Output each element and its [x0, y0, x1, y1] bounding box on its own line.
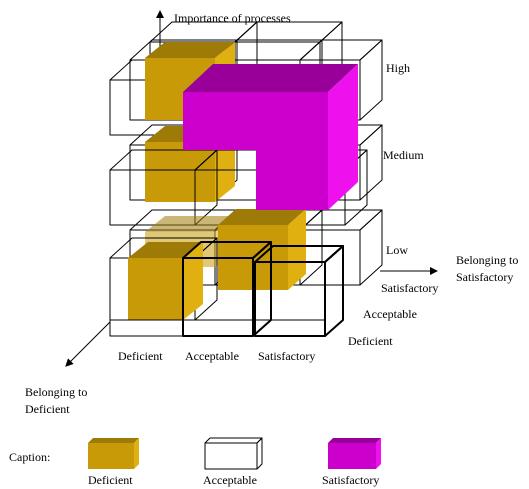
front-base-strip [109, 319, 326, 337]
front-label-acceptable: Acceptable [185, 349, 239, 363]
depth-label-satisfactory: Satisfactory [381, 281, 439, 295]
depth-label-deficient: Deficient [348, 334, 393, 348]
left-axis-arrow [65, 321, 111, 367]
caption-swatch-deficient [88, 438, 139, 469]
right-axis-title-line2: Satisfactory [456, 270, 514, 284]
caption-swatches [88, 437, 381, 470]
cube-grid [109, 21, 383, 337]
vertical-axis-title: Importance of processes [174, 11, 291, 25]
caption-title: Caption: [9, 450, 51, 464]
front-label-satisfactory: Satisfactory [258, 349, 316, 363]
caption-swatch-satisfactory [328, 438, 381, 469]
deficient-cube-low-front [128, 242, 203, 320]
level-label-high: High [386, 61, 410, 75]
caption-label-acceptable: Acceptable [203, 473, 257, 487]
caption-label-deficient: Deficient [88, 473, 133, 487]
level-label-low: Low [386, 243, 408, 257]
caption-swatch-acceptable [204, 437, 263, 470]
caption-label-satisfactory: Satisfactory [322, 473, 380, 487]
front-label-deficient: Deficient [118, 349, 163, 363]
right-axis-title-line1: Belonging to [456, 253, 519, 267]
level-label-medium: Medium [383, 148, 424, 162]
depth-label-acceptable: Acceptable [363, 307, 417, 321]
left-axis-title-line1: Belonging to [25, 385, 88, 399]
satisfactory-cube-top-right [256, 64, 358, 210]
left-axis-title-line2: Deficient [25, 402, 70, 416]
